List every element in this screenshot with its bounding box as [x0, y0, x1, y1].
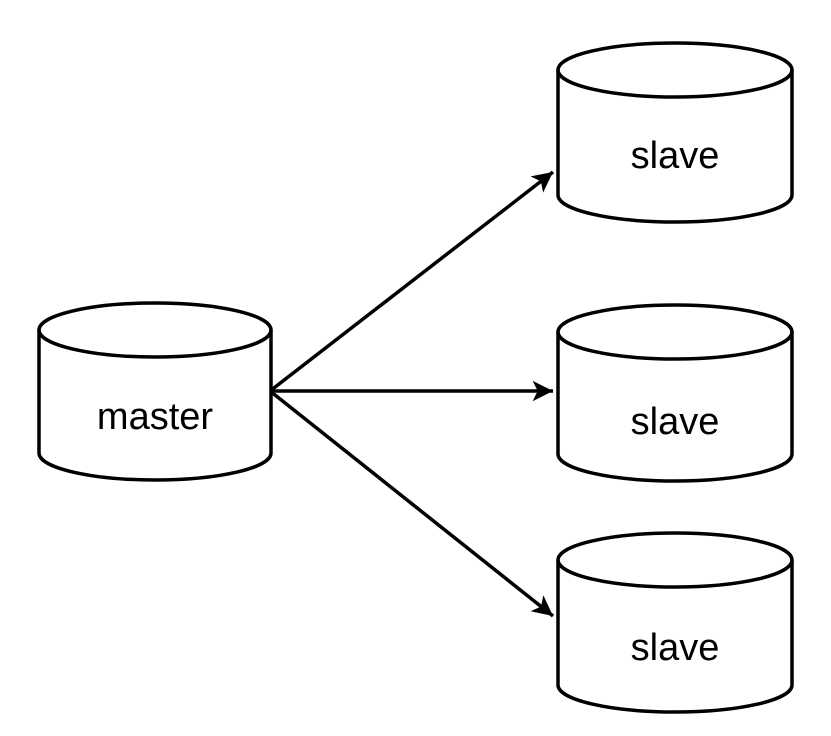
slave-3-cylinder-top-arc [556, 559, 794, 589]
edge-master-to-slave-3 [268, 389, 555, 618]
replication-edges [268, 170, 555, 618]
master-label: master [97, 396, 213, 438]
slave-2-label: slave [631, 401, 720, 443]
master-cylinder-top-arc [37, 329, 273, 359]
slave-2-cylinder-body [556, 303, 794, 483]
slave-node-3: slave [556, 531, 794, 714]
slave-node-2: slave [556, 303, 794, 483]
slave-3-label: slave [631, 627, 720, 669]
master-cylinder-body [37, 301, 273, 482]
slave-node-1: slave [556, 41, 794, 224]
edge-master-to-slave-1 [268, 170, 555, 393]
slave-1-label: slave [631, 135, 720, 177]
slave-2-cylinder-top-arc [556, 331, 794, 361]
slave-1-cylinder-body [556, 41, 794, 224]
master-node: master [37, 301, 273, 482]
slave-3-cylinder-body [556, 531, 794, 714]
slave-1-cylinder-top-arc [556, 69, 794, 99]
